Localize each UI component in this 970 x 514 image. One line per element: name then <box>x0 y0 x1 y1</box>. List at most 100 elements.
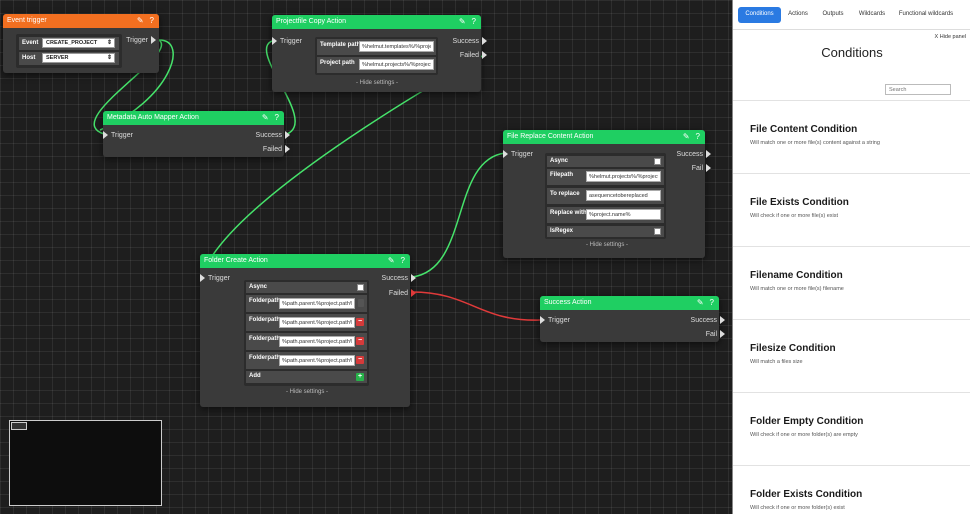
tab-outputs[interactable]: Outputs <box>822 11 844 17</box>
condition-card[interactable]: File Exists Condition Will check if one … <box>733 173 970 245</box>
success-action-node[interactable]: Success Action ✎? Trigger Success Fail <box>540 296 725 342</box>
folderpath-input[interactable] <box>279 298 355 309</box>
help-icon[interactable]: ? <box>274 113 279 122</box>
node-header[interactable]: Folder Create Action ✎? <box>200 254 410 268</box>
condition-card[interactable]: Folder Empty Condition Will check if one… <box>733 392 970 464</box>
output-port-icon[interactable] <box>285 131 290 139</box>
async-checkbox[interactable] <box>357 284 364 291</box>
output-failed[interactable]: Failed <box>389 289 416 297</box>
project-path-input[interactable] <box>359 59 434 70</box>
tab-actions[interactable]: Actions <box>788 11 808 17</box>
node-header[interactable]: Event trigger ✎? <box>3 14 159 28</box>
edit-icon[interactable]: ✎ <box>682 132 690 141</box>
node-header[interactable]: Projectfile Copy Action ✎? <box>272 15 481 29</box>
input-trigger[interactable]: Trigger <box>503 150 533 158</box>
to-replace-input[interactable] <box>586 190 661 201</box>
metadata-mapper-node[interactable]: Metadata Auto Mapper Action ✎? Trigger S… <box>103 111 290 157</box>
node-header[interactable]: Metadata Auto Mapper Action ✎? <box>103 111 284 125</box>
isregex-checkbox[interactable] <box>654 228 661 235</box>
template-path-input[interactable] <box>359 41 434 52</box>
input-trigger[interactable]: Trigger <box>103 131 133 139</box>
node-title: Metadata Auto Mapper Action <box>107 114 199 121</box>
output-port-icon[interactable] <box>482 37 487 45</box>
event-trigger-node[interactable]: Event trigger ✎? Trigger Event CREATE_PR… <box>3 14 159 73</box>
output-port-icon[interactable] <box>482 51 487 59</box>
output-success[interactable]: Success <box>677 150 711 158</box>
replace-with-input[interactable] <box>586 209 661 220</box>
condition-card[interactable]: Filename Condition Will match one or mor… <box>733 246 970 318</box>
input-trigger[interactable]: Trigger <box>272 37 302 45</box>
output-port-icon[interactable] <box>411 289 416 297</box>
output-port-icon[interactable] <box>285 145 290 153</box>
edit-icon[interactable]: ✎ <box>458 17 466 26</box>
condition-card[interactable]: File Content Condition Will match one or… <box>733 100 970 172</box>
help-icon[interactable]: ? <box>149 16 154 25</box>
hide-panel-button[interactable]: X Hide panel <box>934 34 967 40</box>
edit-icon[interactable]: ✎ <box>136 16 144 25</box>
input-trigger[interactable]: Trigger <box>540 316 570 324</box>
output-success[interactable]: Success <box>453 37 487 45</box>
minimap[interactable] <box>9 420 162 506</box>
output-port-icon[interactable] <box>720 316 725 324</box>
async-checkbox[interactable] <box>654 158 661 165</box>
node-title: Event trigger <box>7 17 47 24</box>
event-select[interactable]: CREATE_PROJECT⇕ <box>42 38 115 48</box>
output-failed[interactable]: Failed <box>460 51 487 59</box>
node-header[interactable]: File Replace Content Action ✎? <box>503 130 705 144</box>
edit-icon[interactable]: ✎ <box>696 298 704 307</box>
tab-functional-wildcards[interactable]: Functional wildcards <box>898 11 954 17</box>
folder-create-node[interactable]: Folder Create Action ✎? Trigger Success … <box>200 254 416 407</box>
condition-card[interactable]: Filesize Condition Will match a files si… <box>733 319 970 391</box>
output-port-icon[interactable] <box>411 274 416 282</box>
hide-settings-link[interactable]: - Hide settings - <box>356 80 399 86</box>
minimap-viewport[interactable] <box>11 422 27 430</box>
input-trigger[interactable]: Trigger <box>200 274 230 282</box>
hide-settings-link[interactable]: - Hide settings - <box>286 389 329 395</box>
output-success[interactable]: Success <box>256 131 290 139</box>
file-replace-node[interactable]: File Replace Content Action ✎? Trigger S… <box>503 130 711 258</box>
hide-settings-link[interactable]: - Hide settings - <box>586 242 629 248</box>
host-select[interactable]: SERVER⇕ <box>42 53 115 63</box>
tab-wildcards[interactable]: Wildcards <box>858 11 886 17</box>
input-port-icon[interactable] <box>103 131 108 139</box>
output-fail[interactable]: Fail <box>692 164 711 172</box>
filepath-input[interactable] <box>586 171 661 182</box>
search-input[interactable] <box>885 84 951 95</box>
output-port-icon[interactable] <box>706 164 711 172</box>
remove-icon[interactable]: − <box>356 318 364 326</box>
help-icon[interactable]: ? <box>695 132 700 141</box>
condition-card[interactable]: Folder Exists Condition Will check if on… <box>733 465 970 514</box>
add-icon[interactable]: + <box>356 373 364 381</box>
help-icon[interactable]: ? <box>709 298 714 307</box>
folderpath-input[interactable] <box>279 336 355 347</box>
copy-settings: Template path Project path <box>315 37 438 75</box>
remove-icon[interactable]: − <box>356 337 364 345</box>
edit-icon[interactable]: ✎ <box>387 256 395 265</box>
input-port-icon[interactable] <box>503 150 508 158</box>
output-success[interactable]: Success <box>382 274 416 282</box>
output-failed[interactable]: Failed <box>263 145 290 153</box>
projectfile-copy-node[interactable]: Projectfile Copy Action ✎? Trigger Succe… <box>272 15 487 92</box>
tab-conditions[interactable]: Conditions <box>738 7 781 23</box>
output-port-icon[interactable] <box>151 36 156 44</box>
output-fail[interactable]: Fail <box>706 330 725 338</box>
output-success[interactable]: Success <box>691 316 725 324</box>
input-port-icon[interactable] <box>200 274 205 282</box>
output-port-icon[interactable] <box>720 330 725 338</box>
edit-icon[interactable]: ✎ <box>261 113 269 122</box>
folderpath-input[interactable] <box>279 317 355 328</box>
input-port-icon[interactable] <box>540 316 545 324</box>
input-port-icon[interactable] <box>272 37 277 45</box>
node-title: Projectfile Copy Action <box>276 18 347 25</box>
panel-title: Conditions <box>821 45 883 60</box>
output-trigger[interactable]: Trigger <box>126 36 156 44</box>
help-icon[interactable]: ? <box>400 256 405 265</box>
help-icon[interactable]: ? <box>471 17 476 26</box>
workflow-canvas[interactable]: Event trigger ✎? Trigger Event CREATE_PR… <box>0 0 732 514</box>
output-port-icon[interactable] <box>706 150 711 158</box>
folderpath-input[interactable] <box>279 355 355 366</box>
isregex-row: IsRegex <box>547 226 664 237</box>
remove-icon[interactable]: − <box>356 356 364 364</box>
node-header[interactable]: Success Action ✎? <box>540 296 719 310</box>
condition-title: Folder Empty Condition <box>750 416 864 427</box>
